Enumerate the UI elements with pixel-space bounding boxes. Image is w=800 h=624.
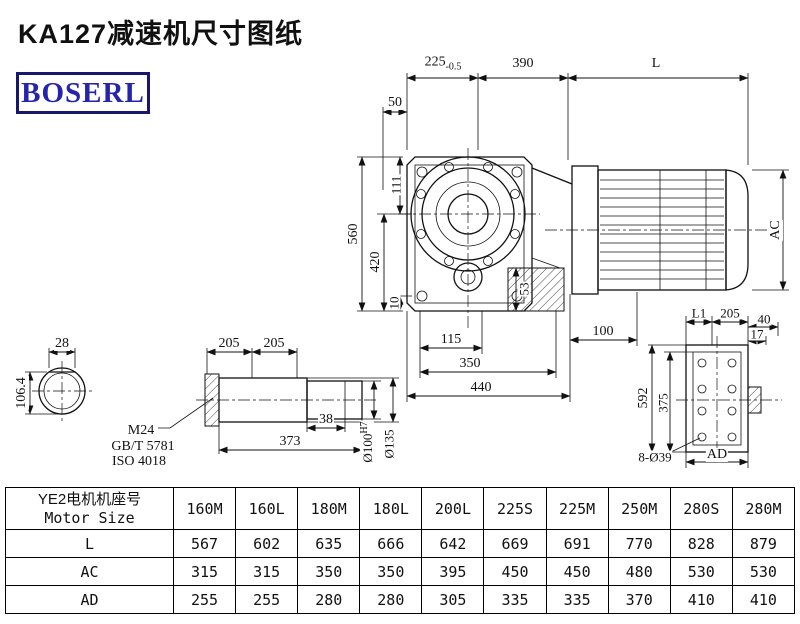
table-cell: 395 <box>421 557 485 586</box>
dim-100h7-fit: H7 <box>358 421 370 434</box>
dim-100h7: Ø100 <box>360 433 376 463</box>
page-title: KA127减速机尺寸图纸 <box>18 19 304 49</box>
col-header-160M: 160M <box>172 487 237 530</box>
table-cell: 350 <box>359 557 423 586</box>
table-cell: 666 <box>359 529 423 558</box>
dim-100h7-group: Ø100H7 <box>358 420 376 464</box>
dim-225: 225 <box>424 54 446 70</box>
shaft-section-view-drawing <box>25 348 92 421</box>
table-header-row: YE2电机机座号 Motor Size 160M 160L 180M 180L … <box>5 487 796 530</box>
table-cell: 255 <box>172 585 237 614</box>
table-cell: 335 <box>483 585 547 614</box>
col-header-160L: 160L <box>235 487 299 530</box>
table-row-AC: AC 315 315 350 350 395 450 450 480 530 5… <box>5 557 796 586</box>
dim-350: 350 <box>458 356 482 371</box>
dim-225-tolerance-group: 225-0.5 <box>423 54 463 73</box>
table-row-L: L 567 602 635 666 642 669 691 770 828 87… <box>5 529 796 558</box>
table-cell: 280 <box>359 585 423 614</box>
dim-L: L <box>650 56 662 71</box>
dim-53: 53 <box>516 281 532 297</box>
dim-375: 375 <box>655 392 671 414</box>
row-label-AC: AC <box>5 557 174 586</box>
dim-111: 111 <box>388 174 404 196</box>
table-cell: 350 <box>297 557 361 586</box>
dim-560: 560 <box>346 222 361 246</box>
table-cell: 770 <box>607 529 671 558</box>
dim-225-tolerance: -0.5 <box>445 61 462 73</box>
boserl-logo: BOSERL <box>16 72 150 114</box>
table-cell: 828 <box>669 529 733 558</box>
table-cell: 879 <box>731 529 796 558</box>
table-cell: 530 <box>731 557 796 586</box>
table-cell: 450 <box>545 557 609 586</box>
col-header-180M: 180M <box>297 487 361 530</box>
dim-AD: AD <box>705 447 729 462</box>
table-cell: 450 <box>483 557 547 586</box>
motor-size-table: YE2电机机座号 Motor Size 160M 160L 180M 180L … <box>5 487 796 614</box>
row-label-L: L <box>5 529 174 558</box>
table-cell: 691 <box>545 529 609 558</box>
main-view-drawing <box>398 148 775 330</box>
table-cell: 530 <box>669 557 733 586</box>
table-cell: 315 <box>172 557 237 586</box>
col-header-200L: 200L <box>421 487 485 530</box>
dim-40: 40 <box>756 311 772 327</box>
table-cell: 315 <box>235 557 299 586</box>
col-header-250M: 250M <box>607 487 671 530</box>
dim-373: 373 <box>278 434 302 449</box>
dim-50: 50 <box>387 95 403 110</box>
label-standard-gbt: GB/T 5781 <box>110 439 176 454</box>
table-cell: 410 <box>731 585 796 614</box>
motor-size-header: YE2电机机座号 Motor Size <box>5 487 174 530</box>
dim-135: Ø135 <box>381 428 397 460</box>
table-cell: 602 <box>235 529 299 558</box>
dim-38: 38 <box>318 412 334 427</box>
motor-size-header-en: Motor Size <box>44 508 135 527</box>
table-cell: 305 <box>421 585 485 614</box>
dim-10: 10 <box>386 295 402 311</box>
col-header-280M: 280M <box>731 487 796 530</box>
dim-592: 592 <box>636 386 651 410</box>
table-cell: 642 <box>421 529 485 558</box>
col-header-225S: 225S <box>483 487 547 530</box>
table-cell: 669 <box>483 529 547 558</box>
dim-8-holes: 8-Ø39 <box>637 449 673 465</box>
dim-106-4: 106.4 <box>14 376 29 410</box>
dim-205-side: 205 <box>719 305 741 321</box>
label-standard-iso: ISO 4018 <box>110 454 168 469</box>
dim-205-b: 205 <box>262 336 286 351</box>
table-cell: 370 <box>607 585 671 614</box>
row-label-AD: AD <box>5 585 174 614</box>
dim-390: 390 <box>511 56 535 71</box>
dim-115: 115 <box>439 332 463 347</box>
col-header-280S: 280S <box>669 487 733 530</box>
dim-205-a: 205 <box>217 336 241 351</box>
dim-440: 440 <box>469 380 493 395</box>
table-cell: 567 <box>172 529 237 558</box>
dim-100: 100 <box>591 324 615 339</box>
shaft-view-drawing <box>158 348 399 454</box>
col-header-225M: 225M <box>545 487 609 530</box>
main-view-dimensions <box>357 73 789 402</box>
table-cell: 410 <box>669 585 733 614</box>
table-row-AD: AD 255 255 280 280 305 335 335 370 410 4… <box>5 585 796 614</box>
dim-AC: AC <box>768 219 783 241</box>
col-header-180L: 180L <box>359 487 423 530</box>
technical-drawing: .ln{fill:none;stroke:#111;stroke-width:1… <box>25 73 789 468</box>
dim-L1: L1 <box>690 305 708 321</box>
table-cell: 480 <box>607 557 671 586</box>
dim-17: 17 <box>749 326 765 342</box>
dim-420: 420 <box>368 250 383 274</box>
side-view-drawing <box>648 316 782 468</box>
table-cell: 335 <box>545 585 609 614</box>
dim-28: 28 <box>54 336 70 351</box>
table-cell: 280 <box>297 585 361 614</box>
table-cell: 635 <box>297 529 361 558</box>
table-cell: 255 <box>235 585 299 614</box>
label-thread-m24: M24 <box>126 423 156 438</box>
motor-size-header-cn: YE2电机机座号 <box>37 490 142 508</box>
